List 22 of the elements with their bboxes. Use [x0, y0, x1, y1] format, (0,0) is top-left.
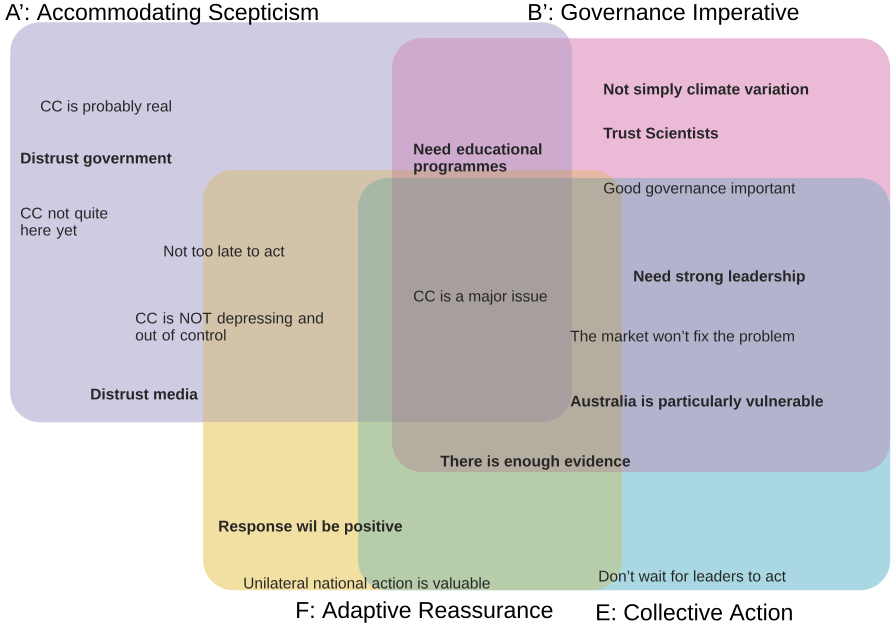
statement-text: CC not quite here yet — [20, 207, 108, 239]
set-heading: F: Adaptive Reassurance — [297, 601, 552, 623]
statement-text: CC is probably real — [40, 100, 171, 115]
statement-text: Distrust government — [21, 152, 172, 167]
statement-text: Response wil be positive — [219, 520, 402, 535]
statement-text: CC is a major issue — [414, 290, 547, 305]
statement-text: Not too late to act — [164, 245, 285, 257]
statement-text: CC is NOT depressing and out of control — [136, 312, 323, 341]
statement-text: Good governance important — [604, 182, 796, 197]
statement-text: The market won’t fix the problem — [570, 330, 794, 345]
statement-text: Don’t wait for leaders to act — [599, 570, 786, 582]
statement-text: Need educational programmes — [414, 143, 542, 175]
statement-text: Distrust media — [91, 388, 198, 400]
set-heading: A’: Accommodating Scepticism — [5, 3, 318, 25]
statement-text: Trust Scientists — [603, 127, 718, 139]
statement-text: Not simply climate variation — [604, 83, 808, 98]
statement-text: Need strong leadership — [634, 270, 805, 285]
statement-text: Australia is particularly vulnerable — [570, 395, 823, 410]
set-heading: B’: Governance Imperative — [529, 3, 798, 25]
statement-text: There is enough evidence — [440, 455, 630, 470]
set-heading: E: Collective Action — [597, 604, 792, 620]
statement-text: Unilateral national action is valuable — [244, 577, 490, 589]
